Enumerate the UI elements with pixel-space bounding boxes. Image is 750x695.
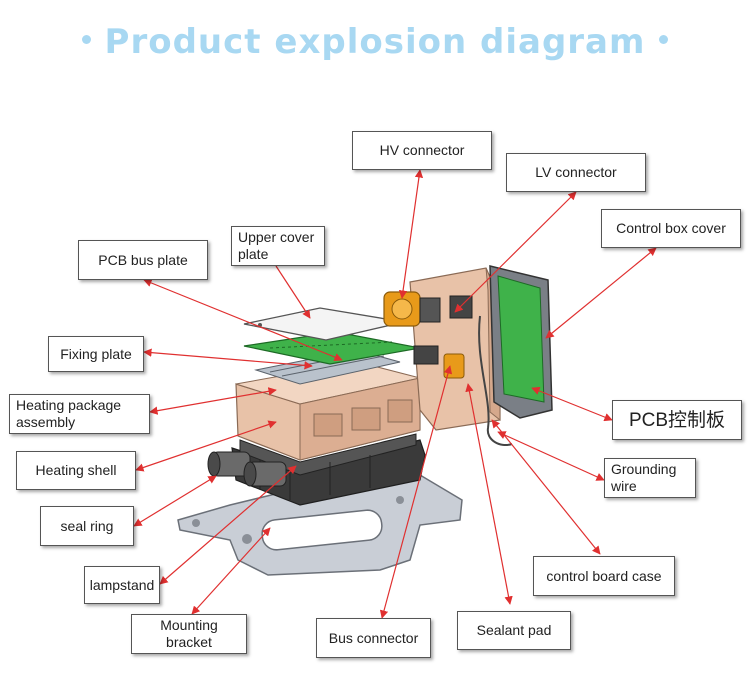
label-lv-connector: LV connector (506, 153, 646, 192)
upper-cover-plate-part (243, 307, 405, 341)
leader-sealant-pad (465, 383, 513, 605)
leader-upper-cover-plate (275, 265, 311, 319)
leader-lampstand (159, 465, 297, 585)
title-bullet-right (659, 35, 669, 44)
leader-pcb-control-board (531, 386, 613, 422)
leader-bus-connector (379, 365, 453, 619)
leader-fixing-plate (143, 348, 313, 370)
title-bullet-left (81, 35, 91, 44)
title-text: Product explosion diagram (104, 22, 646, 62)
label-upper-cover-plate: Upper cover plate (231, 226, 325, 266)
label-heating-shell: Heating shell (16, 451, 136, 490)
label-bus-connector: Bus connector (316, 618, 431, 658)
leader-heating-package (149, 387, 277, 415)
label-control-box-cover: Control box cover (601, 209, 741, 248)
label-sealant-pad: Sealant pad (457, 611, 571, 650)
leader-control-board-case (491, 419, 601, 555)
lv-connector-part (449, 295, 473, 319)
label-lampstand: lampstand (84, 566, 160, 604)
label-fixing-plate: Fixing plate (48, 336, 144, 372)
leader-mounting-bracket (191, 527, 271, 615)
leader-grounding-wire (497, 431, 605, 481)
leader-lv-connector (454, 191, 577, 313)
control-box-cover-part (489, 265, 553, 419)
leader-pcb-bus-plate (143, 278, 343, 362)
leader-hv-connector (398, 169, 424, 299)
label-hv-connector: HV connector (352, 131, 492, 170)
label-pcb-control-board: PCB控制板 (612, 400, 742, 440)
label-seal-ring: seal ring (40, 506, 134, 546)
diagram-title: Product explosion diagram (0, 22, 750, 62)
label-control-board-case: control board case (533, 556, 675, 596)
label-heating-package-assembly: Heating package assembly (9, 394, 150, 434)
label-pcb-bus-plate: PCB bus plate (78, 240, 208, 280)
leader-control-box-cover (545, 247, 657, 339)
label-grounding-wire: Grounding wire (604, 458, 696, 498)
leader-lines (133, 169, 657, 619)
label-mounting-bracket: Mounting bracket (131, 614, 247, 654)
leader-heating-shell (135, 420, 277, 472)
